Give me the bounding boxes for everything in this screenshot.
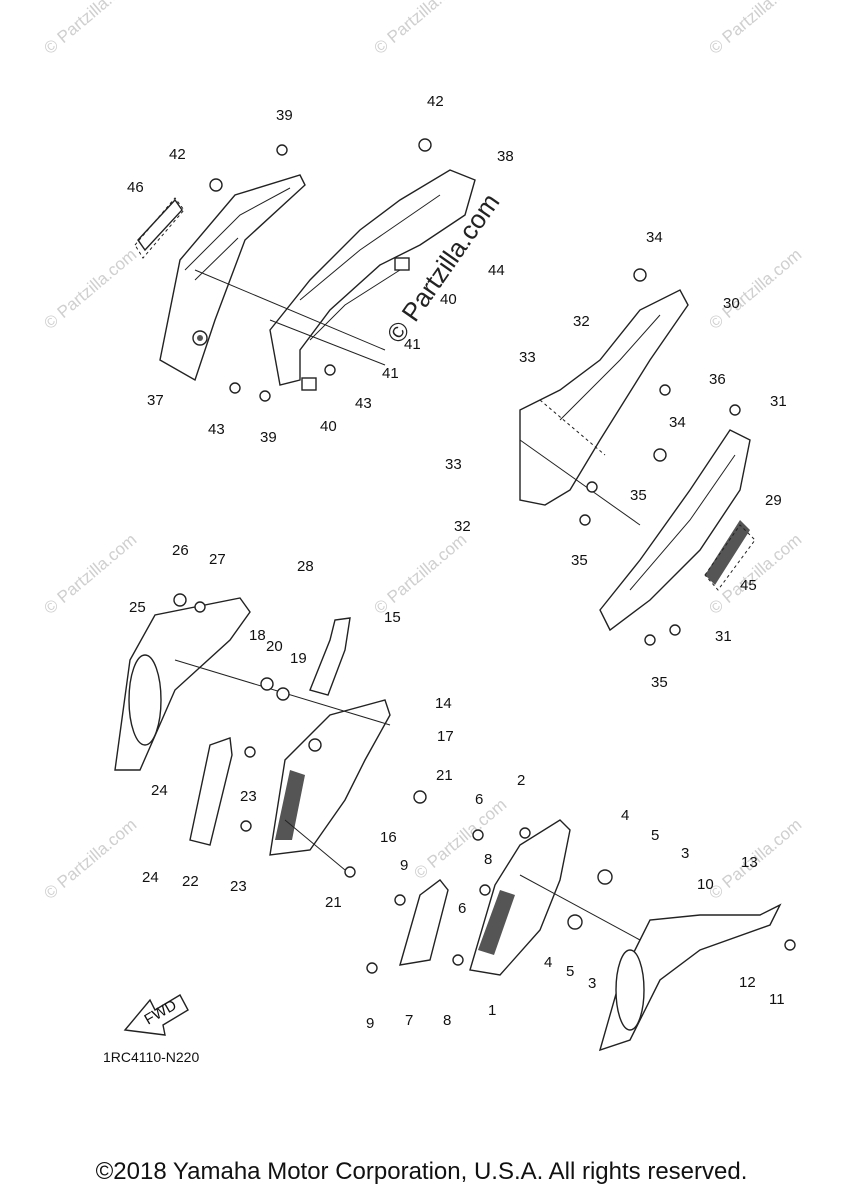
callout-28: 28 [297,558,314,575]
watermark: © Partzilla.com [40,245,140,333]
callout-15: 15 [384,609,401,626]
part-7-plate [399,879,449,966]
callout-35c: 35 [651,674,668,691]
callout-42b: 42 [169,146,186,163]
callout-17: 17 [437,728,454,745]
part-15-shield [309,617,351,696]
callout-46: 46 [127,179,144,196]
callout-7: 7 [405,1012,413,1029]
callout-23: 23 [240,788,257,805]
copyright-footer: ©2018 Yamaha Motor Corporation, U.S.A. A… [95,1158,748,1185]
callout-38: 38 [497,148,514,165]
callout-10: 10 [697,876,714,893]
fwd-arrow: FWD [123,994,189,1036]
part-37-side-cover [137,174,306,382]
callout-14: 14 [435,695,452,712]
callout-3: 3 [681,845,689,862]
watermark-layer: © Partzilla.com © Partzilla.com © Partzi… [40,0,805,903]
callout-8: 8 [484,851,492,868]
callout-21b: 21 [325,894,342,911]
callout-40b: 40 [320,418,337,435]
callout-39b: 39 [260,429,277,446]
callout-26: 26 [172,542,189,559]
callout-34b: 34 [669,414,686,431]
callout-12: 12 [739,974,756,991]
callout-3b: 3 [588,975,596,992]
callout-32b: 32 [454,518,471,535]
callout-18: 18 [249,627,266,644]
callout-30: 30 [723,295,740,312]
part-29-cover [599,429,751,632]
callout-8b: 8 [443,1012,451,1029]
callout-44: 44 [488,262,505,279]
callout-39: 39 [276,107,293,124]
callout-24b: 24 [142,869,159,886]
callout-33b: 33 [445,456,462,473]
callout-36: 36 [709,371,726,388]
callout-6: 6 [475,791,483,808]
callout-42: 42 [427,93,444,110]
watermark: © Partzilla.com [370,530,470,618]
callout-40: 40 [440,291,457,308]
part-14-bracket [269,699,391,856]
watermark: © Partzilla.com [40,0,140,58]
part-25-panel [114,597,251,771]
callout-32: 32 [573,313,590,330]
callout-6b: 6 [458,900,466,917]
callout-5: 5 [651,827,659,844]
watermark: © Partzilla.com [705,245,805,333]
callout-22: 22 [182,873,199,890]
callout-35b: 35 [571,552,588,569]
callout-24: 24 [151,782,168,799]
callout-16: 16 [380,829,397,846]
callout-19: 19 [290,650,307,667]
callout-43b: 43 [208,421,225,438]
callout-31: 31 [770,393,787,410]
callout-1: 1 [488,1002,496,1019]
callout-13: 13 [741,854,758,871]
part-30-cover [519,289,689,506]
callout-2: 2 [517,772,525,789]
callout-21: 21 [436,767,453,784]
callout-20: 20 [266,638,283,655]
callout-41: 41 [404,336,421,353]
callout-34: 34 [646,229,663,246]
part-1-bracket [469,819,571,976]
watermark: © Partzilla.com [40,530,140,618]
callout-23b: 23 [230,878,247,895]
callout-25: 25 [129,599,146,616]
part-22-plate [189,737,233,846]
callout-5b: 5 [566,963,574,980]
callout-43: 43 [355,395,372,412]
callout-37: 37 [147,392,164,409]
callout-4: 4 [621,807,629,824]
callout-11: 11 [769,991,785,1008]
callout-41b: 41 [382,365,399,382]
callout-33: 33 [519,349,536,366]
callout-labels: 1 2 3 3 4 4 5 5 6 6 7 8 8 9 9 10 11 12 1… [127,93,787,1032]
diagram-code: 1RC4110-N220 [103,1049,199,1065]
watermark: © Partzilla.com [40,815,140,903]
part-38-bracket [269,169,476,391]
callout-9b: 9 [366,1015,374,1032]
callout-29: 29 [765,492,782,509]
callout-45: 45 [740,577,757,594]
watermark: © Partzilla.com [370,0,470,58]
callout-27: 27 [209,551,226,568]
watermark: © Partzilla.com [410,795,510,883]
callout-9: 9 [400,857,408,874]
decal-45 [704,524,756,591]
decal-46 [134,197,185,259]
callout-31b: 31 [715,628,732,645]
callout-35: 35 [630,487,647,504]
fasteners [173,138,796,974]
callout-4b: 4 [544,954,552,971]
watermark: © Partzilla.com [705,0,805,58]
